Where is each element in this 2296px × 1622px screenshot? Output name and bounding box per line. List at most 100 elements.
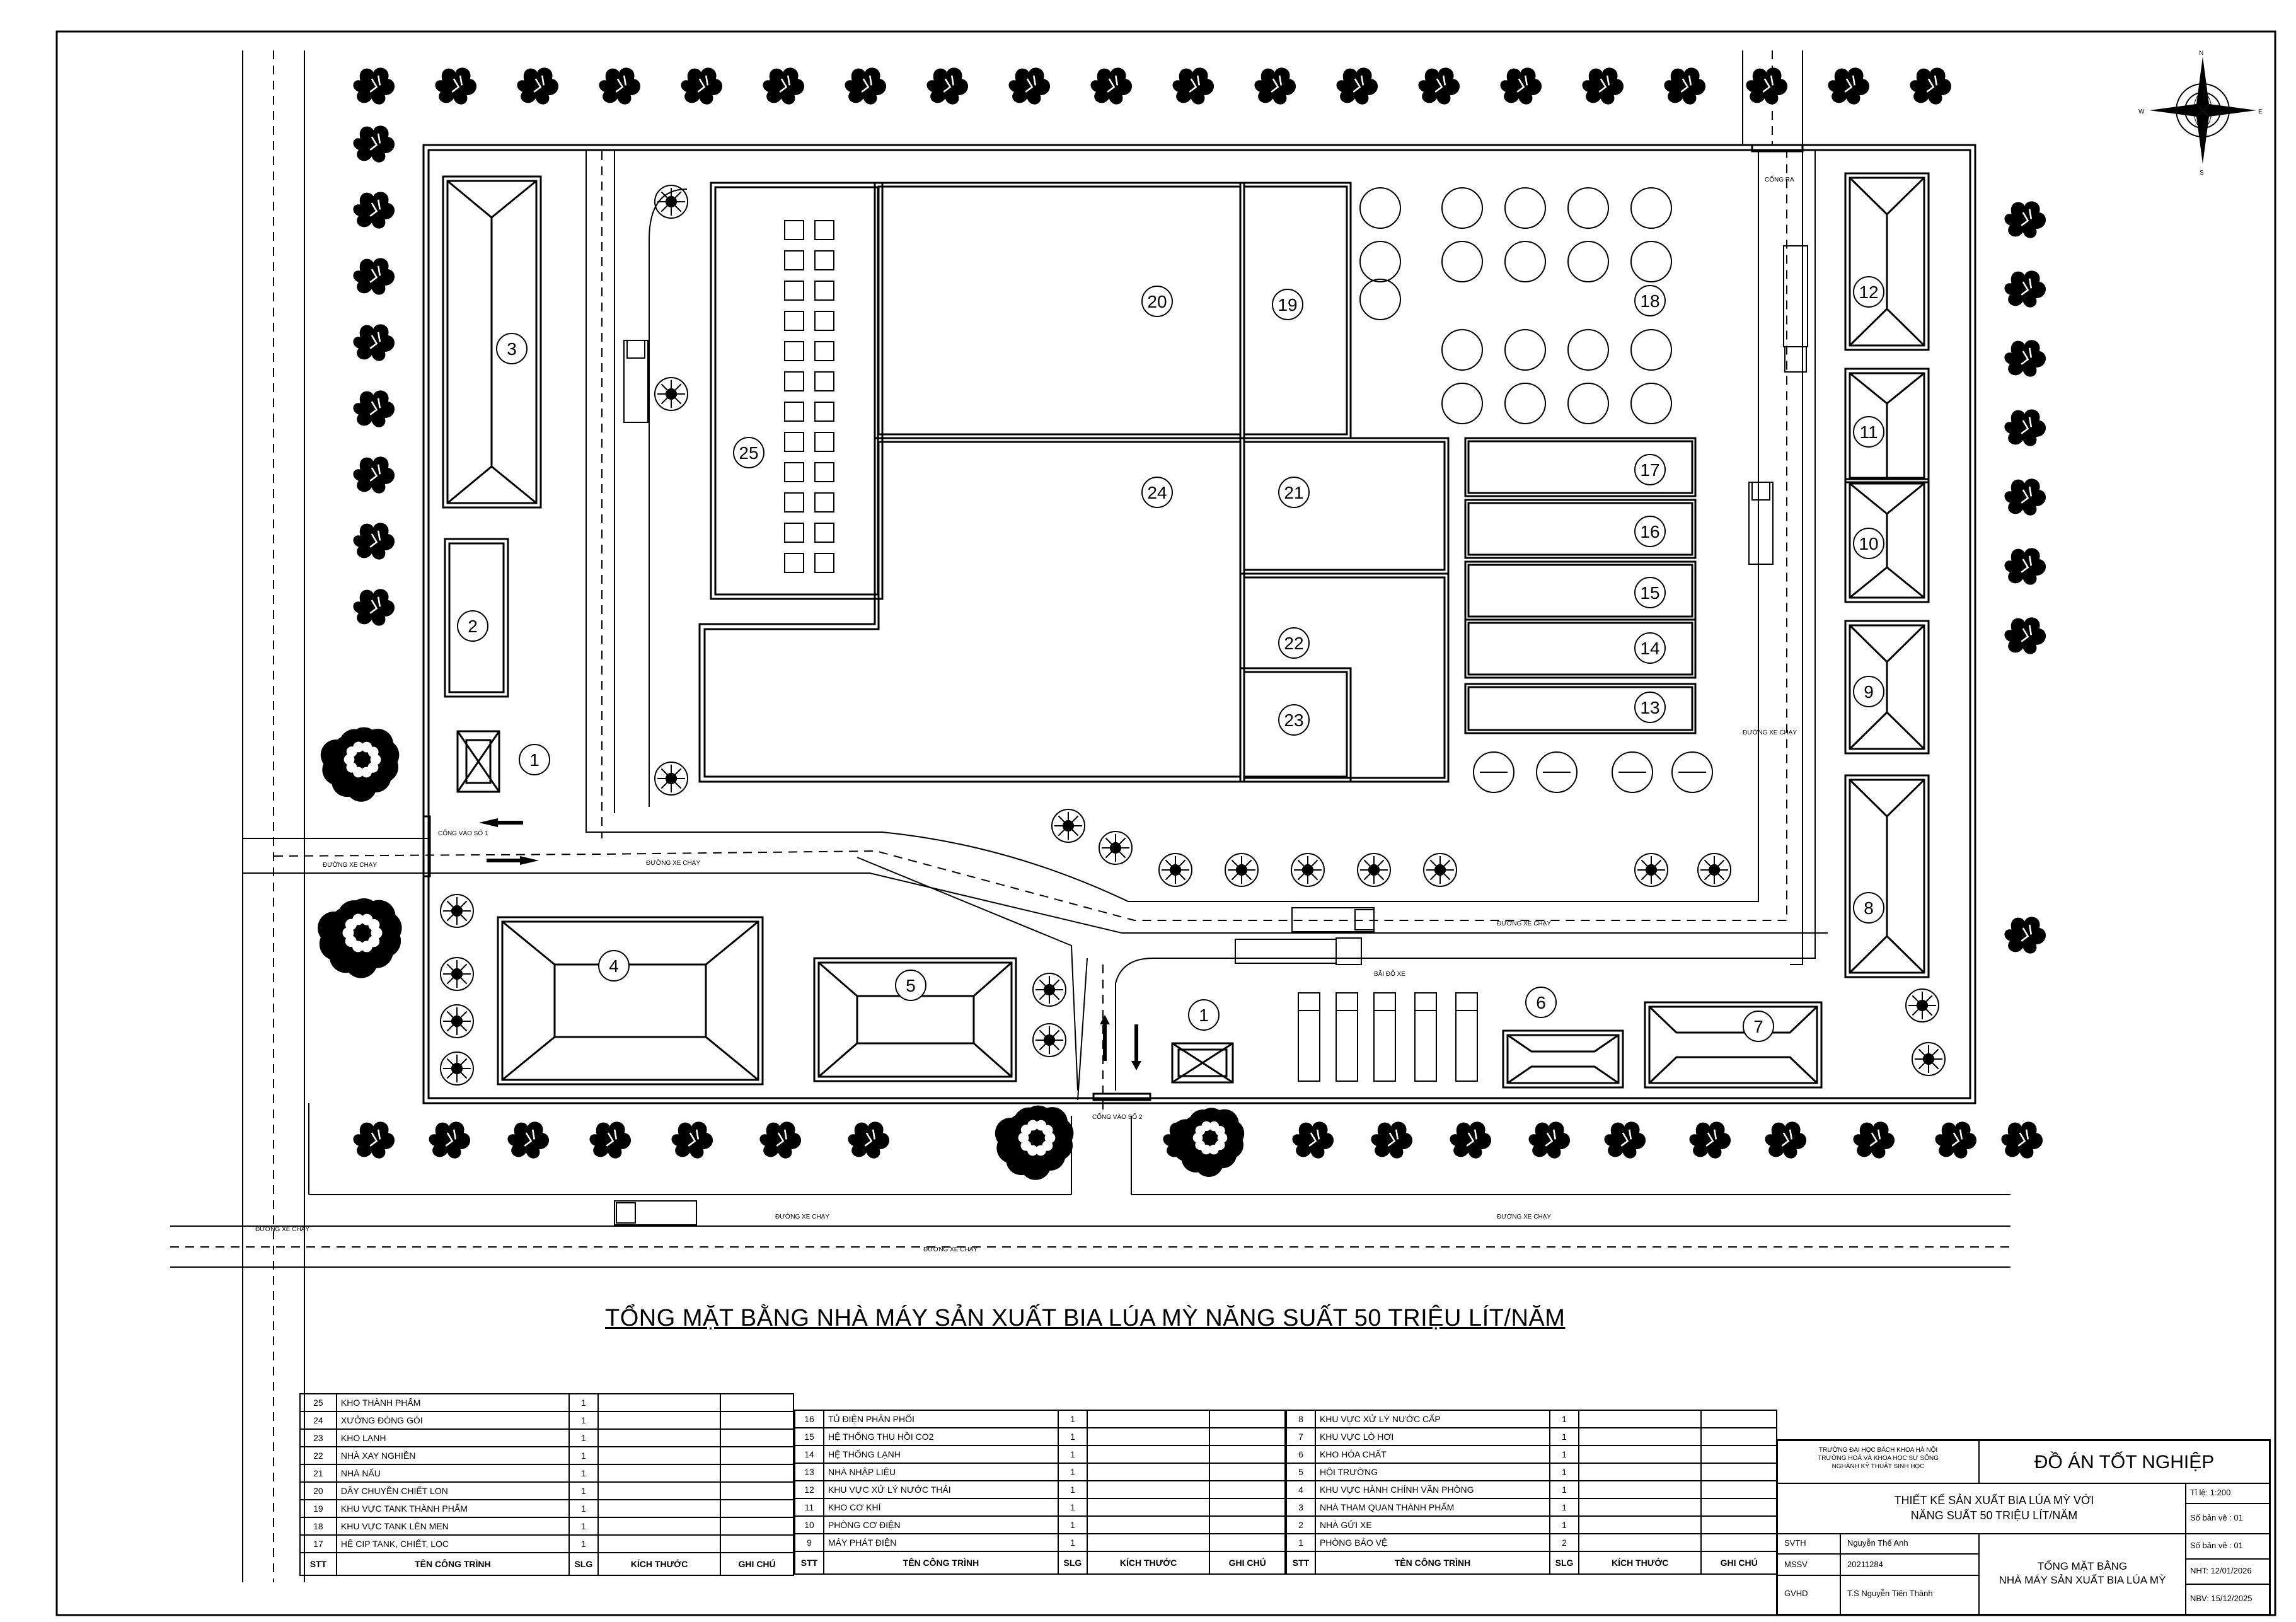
building-number-9: 9 (1853, 676, 1884, 707)
shrub (2004, 617, 2046, 654)
building-number-text: 5 (906, 976, 916, 995)
round-tree (1099, 831, 1133, 865)
cell-stt: 9 (794, 1533, 824, 1552)
school-line-3: NGHÀNH KỸ THUẬT SINH HỌC (1832, 1463, 1925, 1470)
cell-stt: 4 (1286, 1480, 1316, 1499)
shrub (353, 258, 395, 295)
nbv-date: NBV: 15/12/2025 (2190, 1594, 2253, 1603)
buildings-8-12 (1844, 172, 1930, 978)
shrub (848, 1121, 890, 1159)
shrub (2004, 270, 2046, 308)
building-5 (813, 957, 1017, 1082)
large-tree (1171, 1108, 1245, 1178)
parked-truck-cab (1455, 992, 1478, 1011)
building-number-text: 21 (1284, 483, 1303, 502)
building-number-17: 17 (1634, 454, 1666, 485)
cell-slg: 1 (1549, 1480, 1580, 1499)
building-1-guardhouse (456, 730, 500, 793)
tank (1567, 241, 1609, 282)
cell-slg: 1 (1549, 1427, 1580, 1446)
cell-note (720, 1517, 794, 1536)
shrub (429, 1121, 471, 1159)
cell-note (1700, 1410, 1777, 1428)
building-number-text: 17 (1640, 460, 1659, 480)
cell-stt: 18 (299, 1517, 337, 1536)
shrub (2004, 478, 2046, 516)
building-number-text: 1 (1199, 1005, 1209, 1025)
shrub (353, 456, 395, 494)
building-number-4: 4 (598, 950, 630, 982)
compass-s: S (2200, 170, 2204, 177)
compass-e: E (2258, 108, 2263, 115)
cell-stt: 17 (299, 1534, 337, 1553)
shrub (353, 390, 395, 427)
cell-note (1700, 1498, 1777, 1517)
cell-size (1086, 1463, 1211, 1481)
sheet-number: Số bản vẽ : 01 (2186, 1504, 2269, 1534)
building-number-5: 5 (895, 970, 926, 1001)
cell-slg: 1 (1549, 1410, 1580, 1428)
shrub (2001, 1121, 2043, 1159)
cell-slg: 1 (1057, 1533, 1088, 1552)
tank (1359, 279, 1401, 320)
cell-slg: 1 (1549, 1498, 1580, 1517)
shrub (507, 1121, 550, 1159)
cell-note (720, 1411, 794, 1430)
building-number-22: 22 (1278, 627, 1310, 659)
shrub (1604, 1121, 1646, 1159)
rack-cell (784, 432, 804, 452)
building-number-23: 23 (1278, 704, 1310, 736)
parking-label: BÃI ĐỖ XE (1374, 970, 1405, 978)
shrub (1090, 67, 1133, 105)
gvhd-label: GVHD (1778, 1576, 1841, 1614)
road-centerlines (170, 50, 2010, 1582)
road-label: ĐƯỜNG XE CHẠY (255, 1225, 309, 1233)
shrub (435, 67, 477, 105)
building-6 (1502, 1029, 1624, 1089)
cell-name: HỆ THỐNG LẠNH (822, 1445, 1059, 1464)
cell-name: NHÀ NẤU (335, 1464, 570, 1483)
building-number-text: 10 (1859, 534, 1878, 553)
building-number-24: 24 (1141, 477, 1173, 508)
building-number-2: 2 (457, 610, 488, 642)
tank (1504, 241, 1546, 282)
drawing-frame (55, 30, 2276, 1616)
gate-1-label: CỔNG VÀO SỐ 1 (438, 828, 488, 837)
shrub (1528, 1121, 1571, 1159)
cell-stt: 8 (1286, 1410, 1316, 1428)
cell-note (720, 1534, 794, 1553)
building-number-text: 16 (1640, 522, 1659, 542)
round-tree (1225, 853, 1259, 887)
cell-size (597, 1517, 722, 1536)
cell-slg: 1 (1549, 1445, 1580, 1464)
shrub (681, 67, 723, 105)
road-label: ĐƯỜNG XE CHẠY (1497, 1212, 1551, 1220)
round-tree (1158, 853, 1192, 887)
building-number-7: 7 (1743, 1011, 1774, 1042)
header-size: KÍCH THƯỚC (597, 1552, 722, 1576)
cell-stt: 12 (794, 1480, 824, 1499)
building-number-text: 14 (1640, 639, 1659, 658)
cell-size (597, 1446, 722, 1465)
cell-slg: 1 (568, 1481, 599, 1500)
trees (318, 67, 2046, 1180)
cell-note (1700, 1480, 1777, 1499)
drawing-line-2: NHÀ MÁY SẢN XUẤT BIA LÚA MỲ (1999, 1574, 2166, 1586)
header-note: GHI CHÚ (720, 1552, 794, 1576)
building-number-text: 9 (1864, 682, 1874, 702)
tank (1630, 329, 1672, 371)
building-3 (442, 175, 542, 509)
cell-size (1578, 1445, 1702, 1464)
shrub (353, 67, 395, 105)
shrub (759, 1121, 802, 1159)
building-number-text: 11 (1859, 422, 1878, 442)
cell-slg: 1 (1057, 1463, 1088, 1481)
mssv-label: MSSV (1778, 1555, 1841, 1576)
cell-stt: 21 (299, 1464, 337, 1483)
